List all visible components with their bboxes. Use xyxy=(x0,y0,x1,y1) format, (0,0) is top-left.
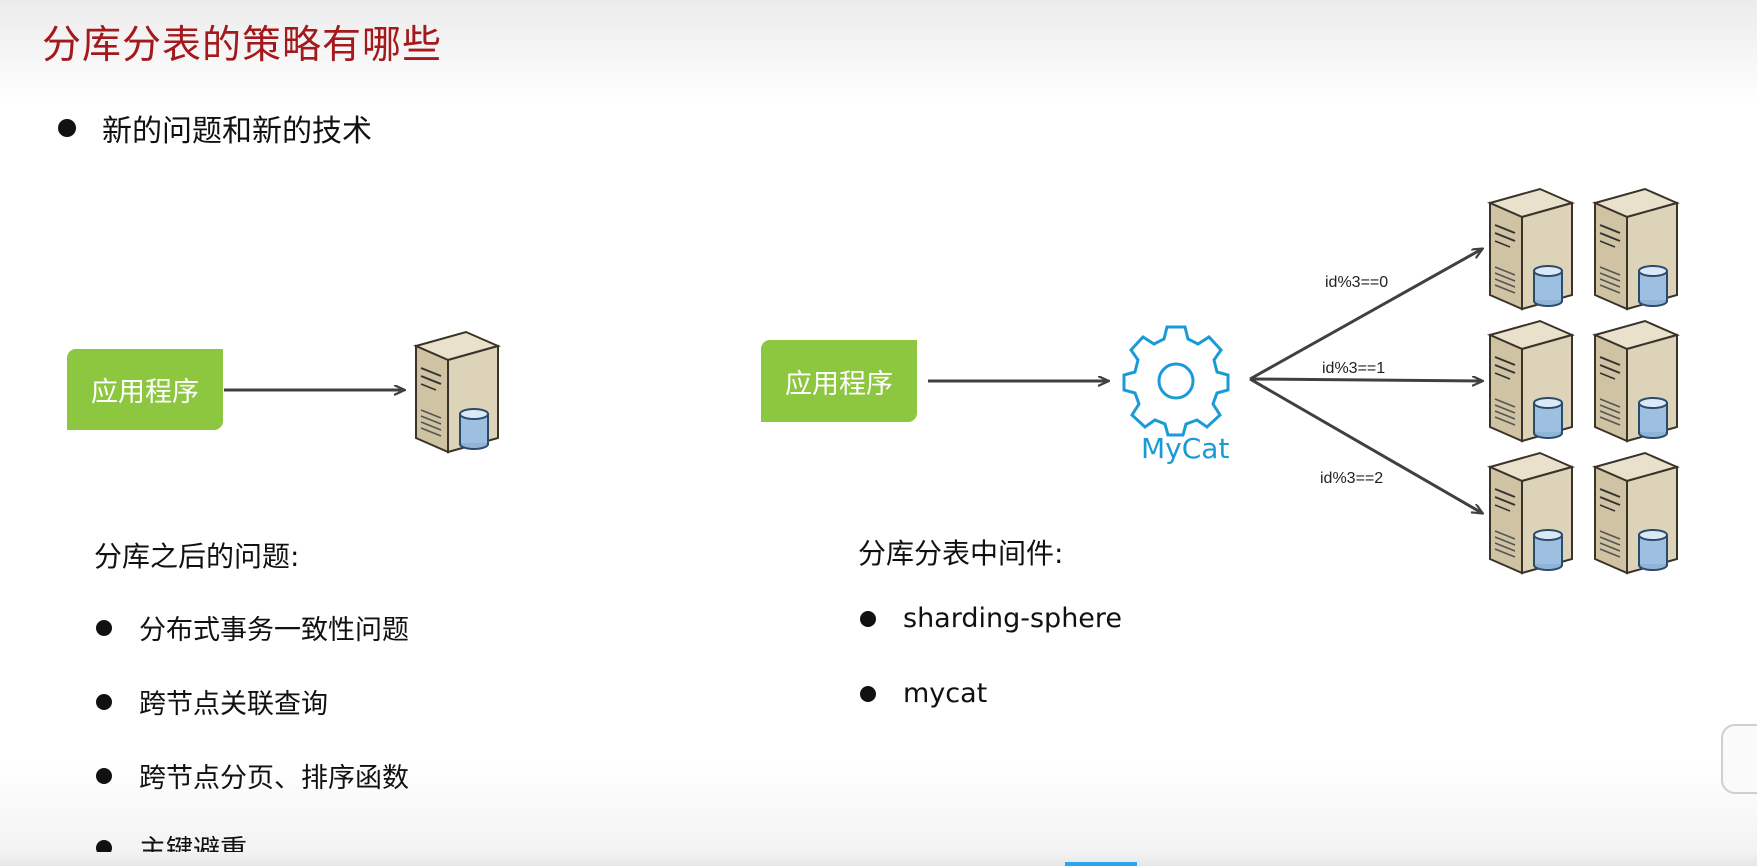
database-server-icon xyxy=(408,326,504,454)
footer-accent xyxy=(1065,862,1137,866)
gear-icon xyxy=(1124,327,1228,435)
left-app-box: 应用程序 xyxy=(67,349,223,430)
route-label-0: id%3==0 xyxy=(1325,274,1388,292)
route-label-2: id%3==2 xyxy=(1320,470,1383,488)
right-app-box: 应用程序 xyxy=(761,340,917,422)
bullet-dot xyxy=(96,694,112,710)
problem-item-text: 跨节点关联查询 xyxy=(139,682,328,721)
list-item: mycat xyxy=(860,678,987,709)
list-item: sharding-sphere xyxy=(860,603,1122,634)
problem-item-text: 跨节点分页、排序函数 xyxy=(139,756,409,795)
middleware-heading: 分库分表中间件: xyxy=(858,532,1063,572)
bullet-dot xyxy=(96,768,112,784)
side-panel-button[interactable] xyxy=(1721,724,1757,794)
database-server-icon xyxy=(1587,315,1683,443)
bullet-dot xyxy=(860,686,876,702)
database-server-icon xyxy=(1587,447,1683,575)
database-server-icon xyxy=(1482,315,1578,443)
list-item: 跨节点关联查询 xyxy=(96,682,328,721)
bullet-dot xyxy=(96,620,112,636)
middleware-item-text: sharding-sphere xyxy=(903,603,1122,634)
database-server-icon xyxy=(1482,183,1578,311)
mycat-label: MyCat xyxy=(1141,432,1229,465)
database-server-icon xyxy=(1482,447,1578,575)
problem-item-text: 分布式事务一致性问题 xyxy=(139,608,409,647)
footer-bar xyxy=(0,852,1757,866)
route-arrow-2 xyxy=(1250,379,1482,513)
list-item: 分布式事务一致性问题 xyxy=(96,608,409,647)
route-arrow-1 xyxy=(1250,379,1482,381)
list-item: 跨节点分页、排序函数 xyxy=(96,756,409,795)
bullet-dot xyxy=(860,611,876,627)
route-label-1: id%3==1 xyxy=(1322,360,1385,378)
middleware-item-text: mycat xyxy=(903,678,987,709)
database-server-icon xyxy=(1587,183,1683,311)
problems-heading: 分库之后的问题: xyxy=(94,535,299,575)
